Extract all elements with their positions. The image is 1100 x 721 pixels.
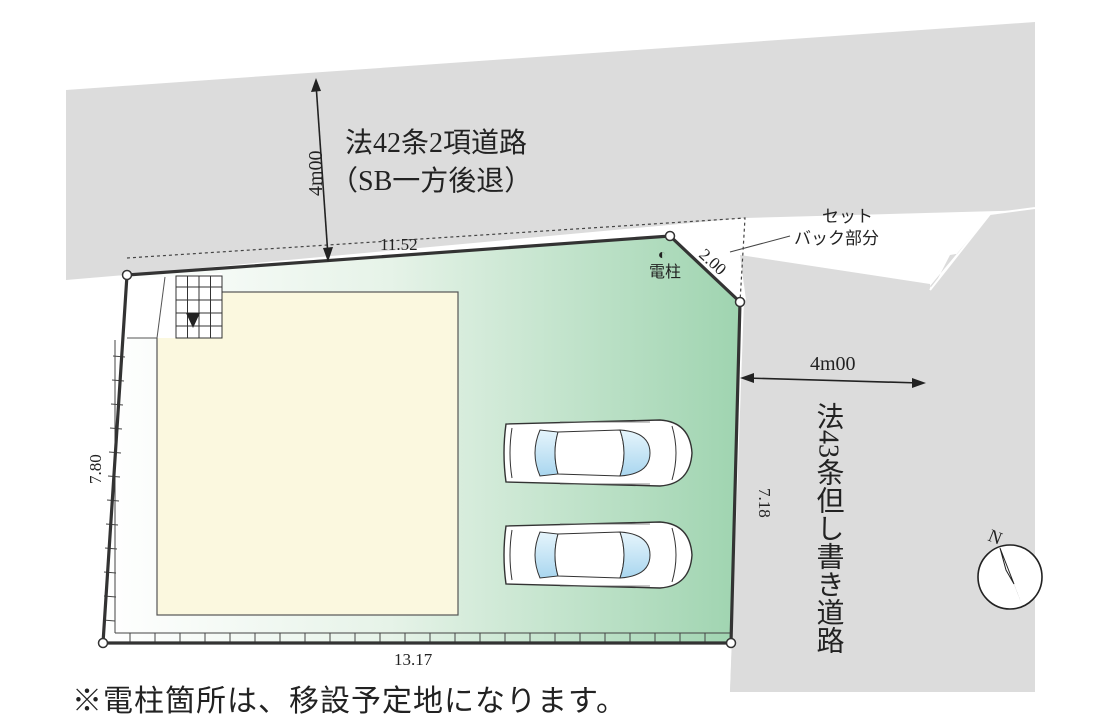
setback-line xyxy=(126,217,746,303)
north-road-width-label: 4m00 xyxy=(305,150,327,196)
approach-diagonal xyxy=(156,276,166,339)
footnote: ※電柱箇所は、移設予定地になります。 xyxy=(72,685,627,718)
car-1 xyxy=(503,419,693,487)
building-footprint xyxy=(156,291,459,616)
north-road-label-line1: 法42条2項道路 xyxy=(345,127,527,159)
dimension-north: 11.52 xyxy=(380,235,418,254)
approach-triangle xyxy=(127,277,165,338)
setback-label-line1: セット xyxy=(822,207,873,226)
east-road-width-arrow xyxy=(740,373,926,388)
entrance-arrow-icon xyxy=(186,313,200,328)
setback-leader xyxy=(729,235,791,253)
south-fence-ticks xyxy=(115,632,730,643)
boundary-markers xyxy=(97,230,746,649)
car-2 xyxy=(503,521,693,589)
dimension-west: 7.80 xyxy=(86,454,105,484)
utility-pole-icon: ◐ xyxy=(658,248,666,263)
east-road-lower xyxy=(730,286,930,692)
north-road-area xyxy=(66,22,1035,280)
east-road-width-label: 4m00 xyxy=(810,353,856,375)
north-road-label-line2: （SB一方後退） xyxy=(330,165,532,197)
dimension-east: 7.18 xyxy=(755,488,774,518)
road-corner-edge xyxy=(929,207,1036,291)
setback-label-line2: バック部分 xyxy=(794,229,879,248)
north-road-width-arrow xyxy=(311,78,333,262)
dimension-south: 13.17 xyxy=(394,650,433,669)
lot-boundary xyxy=(101,234,742,645)
utility-pole-label: 電柱 xyxy=(649,263,681,281)
compass-icon xyxy=(977,544,1043,610)
east-road-upper-corner xyxy=(930,208,1035,290)
east-road-label-vertical: 法43条但し書き道路 xyxy=(813,402,845,654)
porch-grid xyxy=(175,275,223,339)
